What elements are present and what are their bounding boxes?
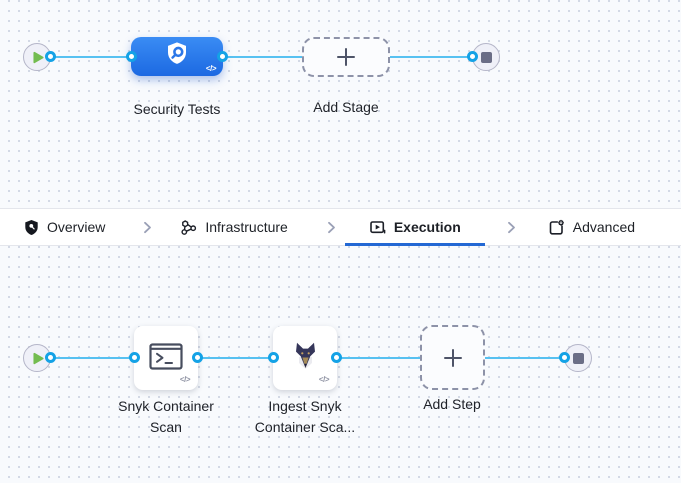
stage-node-security-tests[interactable]: </> xyxy=(131,37,223,76)
connector-dot xyxy=(129,352,140,363)
connector-dot xyxy=(192,352,203,363)
chevron-right-icon xyxy=(327,209,336,245)
flow-line xyxy=(51,56,131,58)
flow-line xyxy=(198,357,273,359)
snyk-dog-icon xyxy=(293,342,318,371)
chevron-right-icon xyxy=(507,209,516,245)
flow-line xyxy=(223,56,302,58)
plus-icon xyxy=(442,347,464,369)
connector-dot xyxy=(268,352,279,363)
tab-advanced[interactable]: Advanced xyxy=(524,209,659,245)
pipeline-end-node xyxy=(472,43,500,71)
yaml-code-badge: </> xyxy=(179,375,191,384)
yaml-code-badge: </> xyxy=(205,64,217,73)
infrastructure-icon xyxy=(180,219,197,236)
yaml-code-badge: </> xyxy=(318,375,330,384)
add-step-button[interactable] xyxy=(420,325,485,390)
shield-icon xyxy=(24,219,39,236)
tab-label: Overview xyxy=(47,219,106,235)
connector-dot xyxy=(45,51,56,62)
execution-icon xyxy=(369,219,386,236)
tab-overview[interactable]: Overview xyxy=(0,209,129,245)
connector-dot xyxy=(467,51,478,62)
advanced-icon xyxy=(548,219,565,236)
add-step-label: Add Step xyxy=(423,396,481,412)
tab-label: Execution xyxy=(393,219,461,235)
shield-scan-icon xyxy=(164,40,190,71)
add-stage-button[interactable] xyxy=(302,37,390,77)
connector-dot xyxy=(45,352,56,363)
flow-line xyxy=(485,357,565,359)
execution-pipeline-canvas: </> </> xyxy=(0,246,681,483)
stage-label: Security Tests xyxy=(133,101,221,117)
connector-dot xyxy=(126,51,137,62)
play-icon xyxy=(32,51,44,64)
flow-line xyxy=(51,357,134,359)
tab-label: Infrastructure xyxy=(205,219,288,235)
step-node-snyk-container-scan[interactable]: </> xyxy=(134,326,198,390)
flow-line xyxy=(337,357,420,359)
stage-config-tabbar: Overview Infrastructure xyxy=(0,208,681,246)
connector-dot xyxy=(331,352,342,363)
stop-icon xyxy=(572,352,584,364)
connector-dot xyxy=(559,352,570,363)
play-icon xyxy=(32,352,44,365)
tab-infrastructure[interactable]: Infrastructure xyxy=(156,209,311,245)
step-node-ingest-snyk[interactable]: </> xyxy=(273,326,337,390)
tab-execution[interactable]: Execution xyxy=(344,209,485,246)
tab-label: Advanced xyxy=(572,219,636,235)
flow-line xyxy=(390,56,473,58)
stage-pipeline-canvas: </> Security Tests Add Stage xyxy=(0,0,681,208)
connector-dot xyxy=(217,51,228,62)
add-stage-label: Add Stage xyxy=(313,99,379,115)
terminal-icon xyxy=(149,342,183,370)
chevron-right-icon xyxy=(143,209,152,245)
stop-icon xyxy=(480,51,492,63)
plus-icon xyxy=(335,46,357,68)
